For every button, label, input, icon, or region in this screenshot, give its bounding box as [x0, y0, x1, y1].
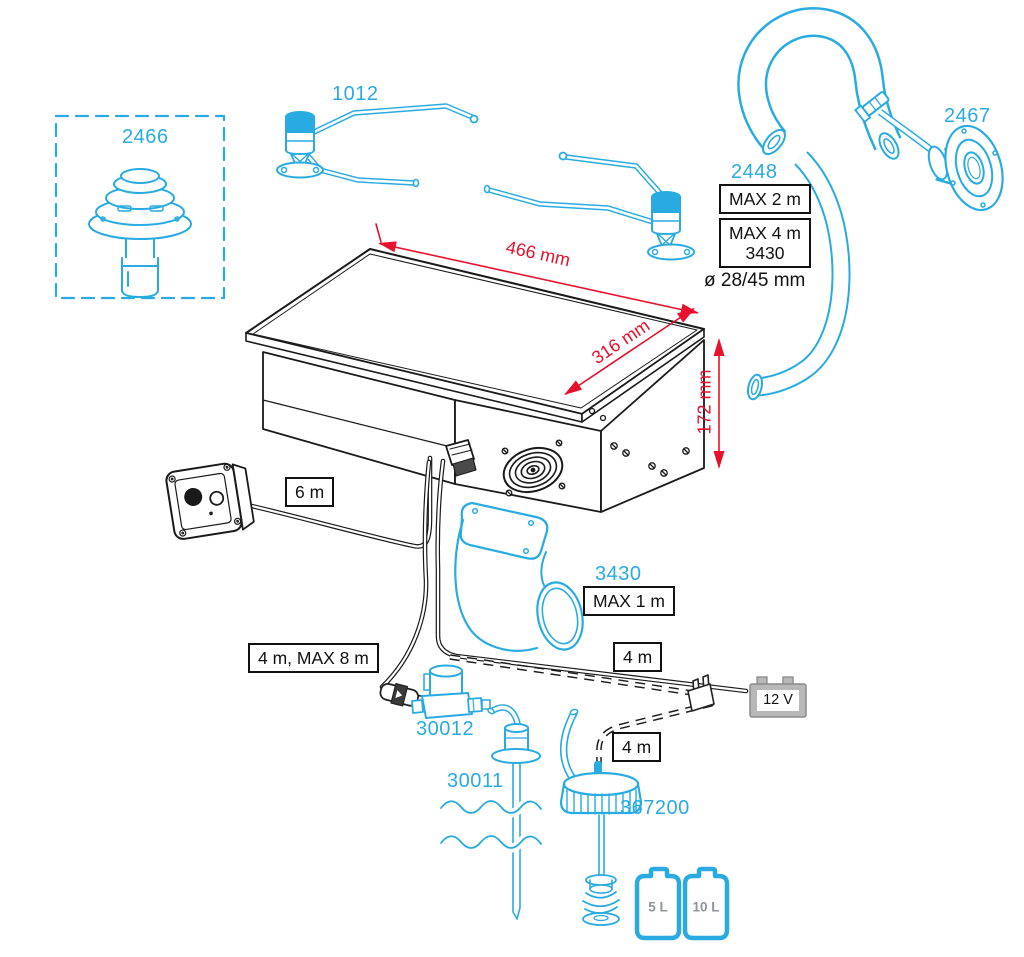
- dimension-height-label: 172 mm: [694, 369, 715, 435]
- control-panel-drawing: [165, 462, 255, 540]
- part-number-chimney: 2466: [122, 126, 169, 148]
- panel-screws: [501, 407, 690, 497]
- exhaust-hose-drawing: [737, 7, 947, 401]
- part-number-valve: 30012: [416, 718, 475, 740]
- optional-dashed-box: [54, 114, 226, 300]
- canister-5l-label: 5 L: [648, 899, 668, 915]
- exhaust-hose-diameter-label: ø 28/45 mm: [704, 270, 806, 291]
- part-number-tank-connector: 367200: [620, 797, 690, 819]
- cooker-unit-drawing: [245, 248, 705, 513]
- battery-icon: [749, 676, 807, 718]
- solenoid-valve-drawing: [411, 664, 491, 719]
- air-duct-elbow-drawing: [454, 501, 584, 652]
- control-cable: [240, 455, 433, 549]
- canister-icons: [634, 866, 730, 941]
- fuel-pump-right-drawing: [483, 151, 695, 261]
- battery-voltage-label: 12 V: [763, 692, 793, 708]
- fuel-line-dashed: [449, 654, 716, 777]
- max4m-line2: 3430: [745, 243, 785, 264]
- chimney-cap-drawing: [54, 114, 226, 300]
- part-number-duct-elbow: 3430: [595, 563, 642, 585]
- part-number-pump: 1012: [332, 83, 379, 105]
- tank-hose-length-label: 4 m: [612, 732, 662, 763]
- duct-max-length-label: MAX 1 m: [583, 586, 675, 617]
- hose-clamp-icon: [854, 91, 890, 124]
- fuel-line-length-label: 4 m, MAX 8 m: [248, 643, 379, 674]
- fuel-pump-left-drawing: [276, 103, 479, 188]
- fuel-pickup-drawing: [436, 704, 546, 920]
- canister-10l-label: 10 L: [692, 899, 720, 915]
- max4m-line1: MAX 4 m: [729, 223, 801, 243]
- exhaust-hose-max4m-label: MAX 4 m 3430: [719, 218, 811, 269]
- part-number-exhaust-hose: 2448: [731, 161, 778, 183]
- part-number-deck-fitting: 2467: [944, 105, 991, 127]
- cable-outlet-connector: [445, 439, 477, 477]
- canister-5l-icon: [634, 866, 682, 941]
- part-number-fuel-pickup: 30011: [447, 770, 504, 792]
- fuel-supply-cable: [379, 459, 432, 690]
- exhaust-hose-max2m-label: MAX 2 m: [719, 184, 811, 215]
- power-cable-length-label: 4 m: [613, 642, 663, 673]
- deck-fitting-drawing: [927, 124, 1004, 212]
- canister-10l-icon: [682, 866, 730, 941]
- tank-connector-drawing: [559, 708, 643, 926]
- fuse-icon: [687, 674, 715, 712]
- dimension-arrows: [375, 223, 725, 469]
- fan-grille-icon: [502, 446, 564, 494]
- control-cable-length-label: 6 m: [285, 477, 335, 508]
